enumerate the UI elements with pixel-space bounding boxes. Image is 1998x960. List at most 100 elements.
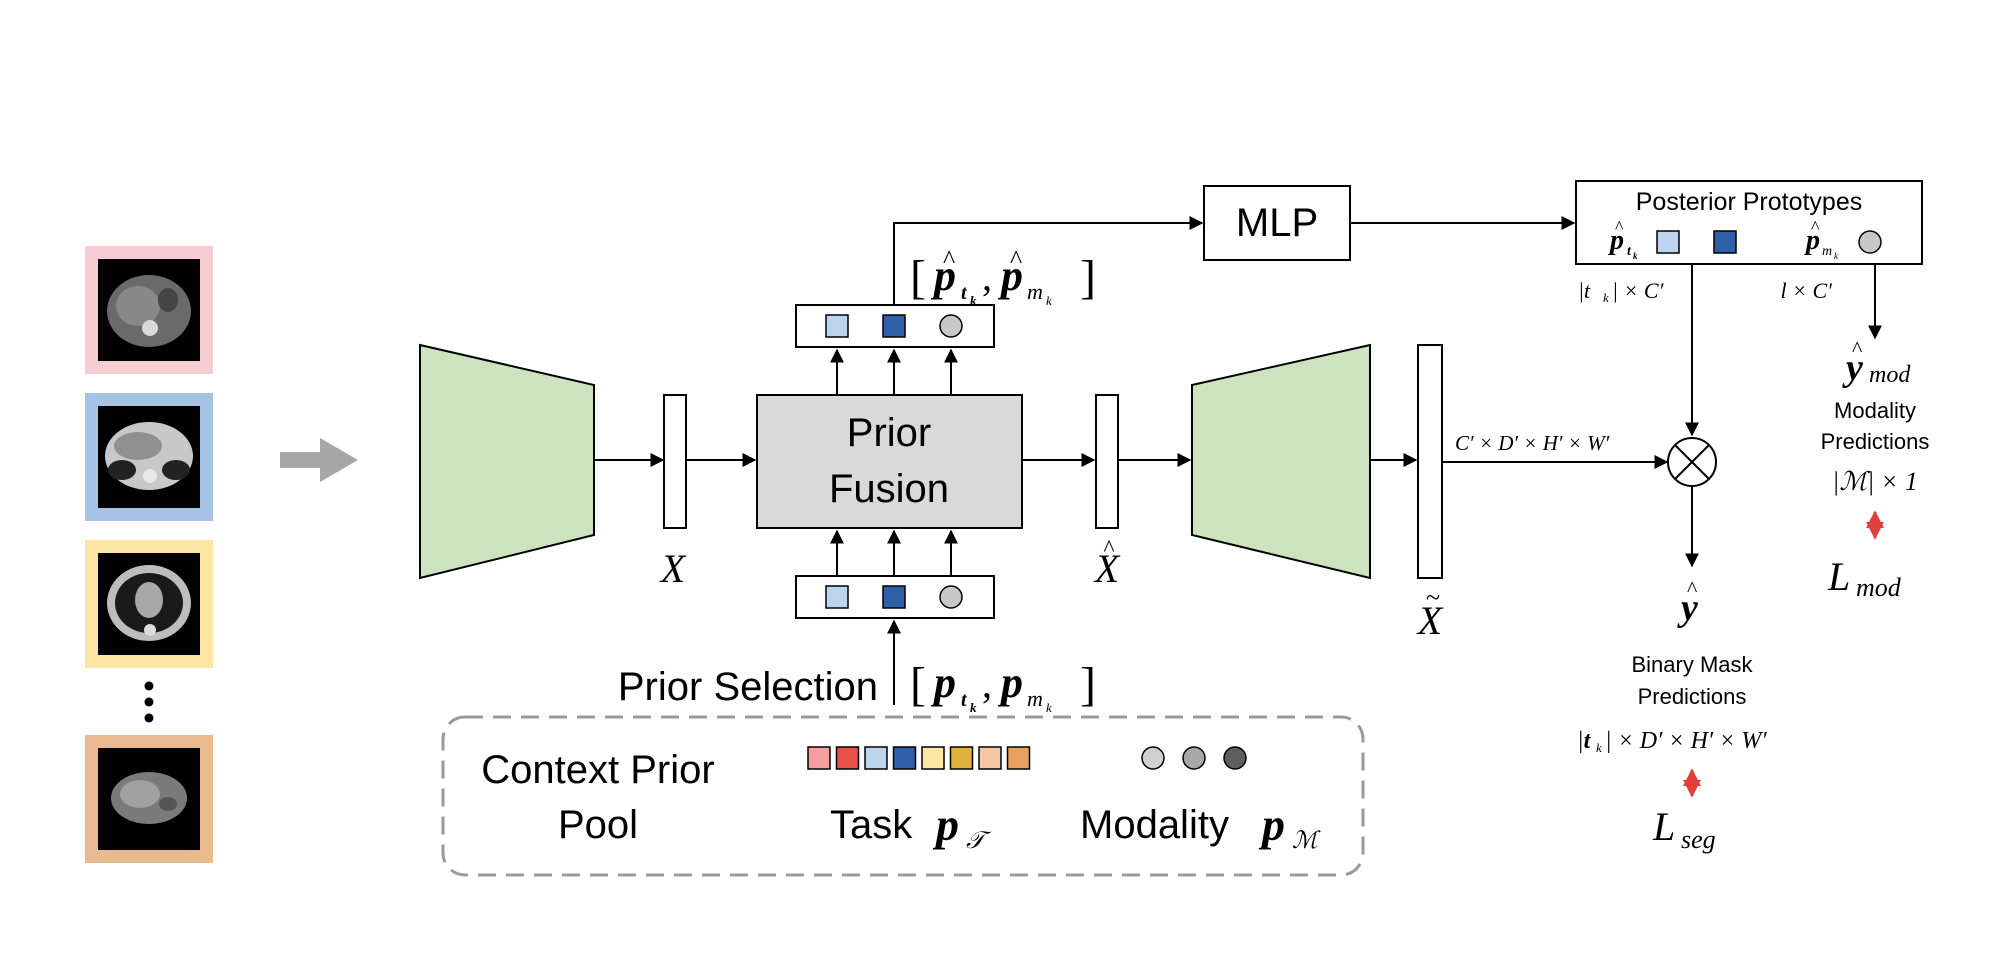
prior-fusion-line1: Prior bbox=[847, 411, 931, 455]
svg-text:~: ~ bbox=[1426, 583, 1440, 612]
feature-x bbox=[663, 394, 687, 529]
ct-slice-1 bbox=[85, 246, 213, 374]
svg-text:|t: |t bbox=[1577, 728, 1592, 754]
loss-seg: L seg bbox=[1652, 804, 1716, 854]
fused-priors-notation: [ p ^ t k , p ^ m k ] bbox=[910, 245, 1096, 308]
loss-mod: L mod bbox=[1827, 554, 1902, 602]
svg-text:m: m bbox=[1822, 244, 1832, 259]
svg-text:p: p bbox=[1608, 225, 1624, 256]
modality-proto-selected bbox=[939, 585, 963, 609]
y-mod-output: y ^ mod bbox=[1842, 336, 1911, 389]
task-swatch-1 bbox=[807, 746, 831, 770]
svg-text:Modality: Modality bbox=[1080, 803, 1229, 847]
feature-dim: C′ × D′ × H′ × W′ bbox=[1455, 431, 1610, 455]
svg-text:^: ^ bbox=[1852, 336, 1863, 361]
svg-text:y: y bbox=[1842, 347, 1863, 389]
svg-text:t: t bbox=[961, 689, 968, 711]
seg-output-dim: |t k | × D′ × H′ × W′ bbox=[1577, 728, 1767, 755]
svg-text:k: k bbox=[1046, 700, 1052, 715]
svg-text:p: p bbox=[930, 658, 956, 707]
svg-text:p: p bbox=[1804, 225, 1820, 256]
input-arrow bbox=[280, 438, 358, 482]
modality-pool-label: Modality p ℳ bbox=[1080, 799, 1321, 854]
svg-text:m: m bbox=[1027, 686, 1043, 711]
binary-mask-line1: Binary Mask bbox=[1631, 652, 1753, 677]
task-swatch-4 bbox=[892, 746, 917, 770]
svg-text:mod: mod bbox=[1869, 362, 1911, 388]
label-x-tilde: X ~ bbox=[1416, 583, 1444, 643]
ct-slice-3 bbox=[85, 540, 213, 668]
svg-text:ℳ: ℳ bbox=[1292, 828, 1321, 854]
svg-text:y: y bbox=[1677, 587, 1698, 629]
prior-fusion-line2: Fusion bbox=[829, 467, 949, 511]
task-swatch-2 bbox=[835, 746, 860, 770]
svg-text:p: p bbox=[997, 251, 1023, 300]
svg-text:k: k bbox=[1603, 290, 1609, 305]
modality-proto bbox=[939, 314, 963, 338]
svg-text:m: m bbox=[1027, 279, 1043, 304]
pool-title-line1: Context Prior bbox=[481, 748, 714, 792]
svg-text:| × D′ × H′ × W′: | × D′ × H′ × W′ bbox=[1605, 728, 1767, 754]
pool-title-line2: Pool bbox=[558, 803, 638, 847]
feature-x-tilde bbox=[1417, 344, 1443, 579]
svg-text:k: k bbox=[1596, 740, 1602, 755]
svg-text:mod: mod bbox=[1856, 573, 1902, 602]
svg-text:^: ^ bbox=[1687, 576, 1698, 601]
svg-text:t: t bbox=[1627, 244, 1632, 259]
feature-x-hat bbox=[1095, 394, 1119, 529]
svg-text:]: ] bbox=[1080, 658, 1096, 711]
svg-text:Task: Task bbox=[830, 803, 913, 847]
modality-output-dim: |ℳ| × 1 bbox=[1832, 467, 1918, 496]
svg-text:k: k bbox=[1633, 251, 1638, 261]
posterior-modality-proto bbox=[1858, 230, 1882, 254]
task-proto-dim: |t k | × C′ bbox=[1578, 278, 1665, 305]
svg-text:| × C′: | × C′ bbox=[1612, 278, 1665, 303]
svg-text:|t: |t bbox=[1578, 278, 1591, 303]
svg-text:^: ^ bbox=[1811, 217, 1820, 237]
svg-text:t: t bbox=[961, 282, 968, 304]
posterior-task-proto-light bbox=[1656, 230, 1680, 254]
svg-text:𝒯: 𝒯 bbox=[966, 828, 992, 854]
multiply-operator bbox=[1667, 437, 1717, 487]
svg-text:X: X bbox=[1416, 598, 1444, 643]
svg-text:[: [ bbox=[910, 251, 926, 304]
svg-text:p: p bbox=[1258, 799, 1285, 850]
mlp-label: MLP bbox=[1236, 201, 1318, 245]
more-slices-ellipsis bbox=[144, 681, 154, 723]
svg-text:p: p bbox=[997, 658, 1023, 707]
svg-text:]: ] bbox=[1080, 251, 1096, 304]
svg-text:^: ^ bbox=[1103, 536, 1114, 562]
svg-text:p: p bbox=[930, 251, 956, 300]
svg-text:L: L bbox=[1652, 804, 1675, 849]
modality-swatch-3 bbox=[1223, 746, 1247, 770]
decoder bbox=[1191, 343, 1371, 580]
svg-text:^: ^ bbox=[1010, 245, 1022, 274]
svg-text:,: , bbox=[982, 661, 992, 706]
ct-slice-4 bbox=[85, 735, 213, 863]
svg-text:k: k bbox=[970, 700, 977, 715]
svg-text:X: X bbox=[1093, 546, 1121, 591]
svg-text:p: p bbox=[932, 799, 959, 850]
label-x: X bbox=[659, 546, 687, 591]
task-swatch-5 bbox=[921, 746, 945, 770]
task-proto-dark-selected bbox=[882, 585, 906, 609]
modality-proto-dim: l × C′ bbox=[1781, 278, 1834, 303]
prior-fusion-box bbox=[756, 394, 1023, 529]
task-proto-dark bbox=[882, 314, 906, 338]
encoder bbox=[419, 343, 595, 580]
input-slices bbox=[85, 246, 213, 863]
svg-text:k: k bbox=[1834, 251, 1839, 261]
prior-selection-label: Prior Selection bbox=[618, 665, 878, 709]
binary-mask-line2: Predictions bbox=[1638, 684, 1747, 709]
modality-prototype-swatches bbox=[1141, 746, 1247, 770]
modality-swatch-2 bbox=[1182, 746, 1206, 770]
posterior-task-notation: p ^ t k bbox=[1608, 217, 1638, 261]
svg-text:L: L bbox=[1827, 554, 1850, 599]
modality-predictions-line1: Modality bbox=[1834, 398, 1916, 423]
task-swatch-6 bbox=[949, 746, 974, 770]
svg-text:,: , bbox=[982, 254, 992, 299]
modality-swatch-1 bbox=[1141, 746, 1165, 770]
ct-slice-2 bbox=[85, 393, 213, 521]
svg-text:^: ^ bbox=[1615, 217, 1624, 237]
